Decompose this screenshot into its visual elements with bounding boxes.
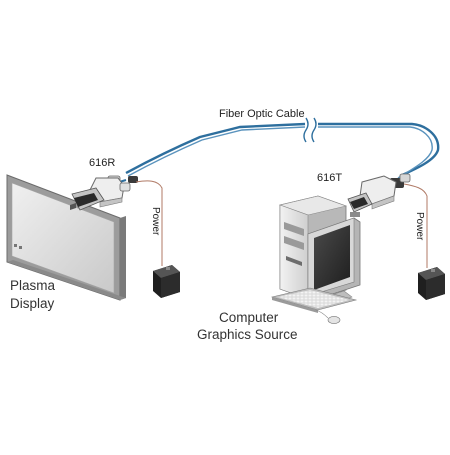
- computer-source-label-line1: Computer: [219, 310, 279, 325]
- receiver-616r: [70, 175, 138, 211]
- power-label-right: Power: [414, 212, 425, 241]
- transmitter-616t: [347, 173, 411, 217]
- power-cable-left: [135, 180, 163, 266]
- power-cable-right: [403, 183, 428, 268]
- plasma-display-label-line1: Plasma: [10, 278, 56, 293]
- fiber-optic-cable: [125, 117, 440, 179]
- power-adapter-left: [153, 265, 180, 298]
- fiber-cable-label: Fiber Optic Cable: [219, 108, 305, 120]
- power-adapter-right: [418, 267, 445, 300]
- plasma-display-label-line2: Display: [10, 296, 55, 311]
- transmitter-616t-label: 616T: [317, 172, 342, 184]
- mouse: [327, 316, 341, 324]
- power-label-left: Power: [150, 207, 161, 236]
- cable-break-symbol: [303, 117, 317, 143]
- receiver-616r-label: 616R: [89, 157, 115, 169]
- plasma-display: [6, 174, 126, 301]
- computer-source-label-line2: Graphics Source: [197, 327, 298, 342]
- keyboard: [270, 287, 358, 324]
